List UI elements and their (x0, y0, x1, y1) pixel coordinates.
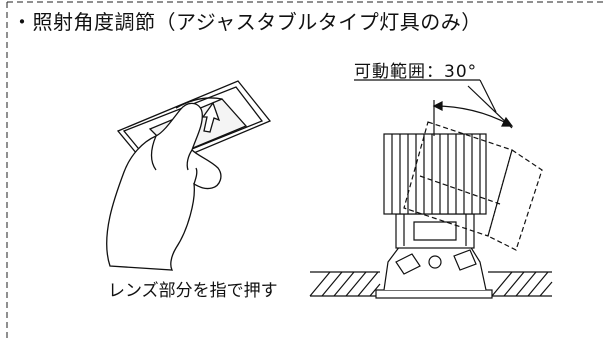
ceiling-hatch-left (309, 271, 381, 297)
ceiling-hatch-right (488, 271, 553, 297)
hand-press-illustration (106, 80, 272, 271)
movable-range-label: 可動範囲：30° (354, 62, 478, 82)
tilted-position (403, 121, 543, 251)
section-title: ・照射角度調節（アジャスタブルタイプ灯具のみ） (12, 10, 482, 34)
fixture-section-illustration (309, 79, 553, 299)
heat-sink-fins (391, 134, 481, 214)
hand-caption: レンズ部分を指で押す (108, 281, 278, 301)
angle-arc (433, 105, 513, 127)
heat-sink (383, 133, 487, 215)
trim-ring (375, 289, 493, 299)
dashed-border (6, 1, 604, 342)
push-arrow (201, 101, 221, 133)
